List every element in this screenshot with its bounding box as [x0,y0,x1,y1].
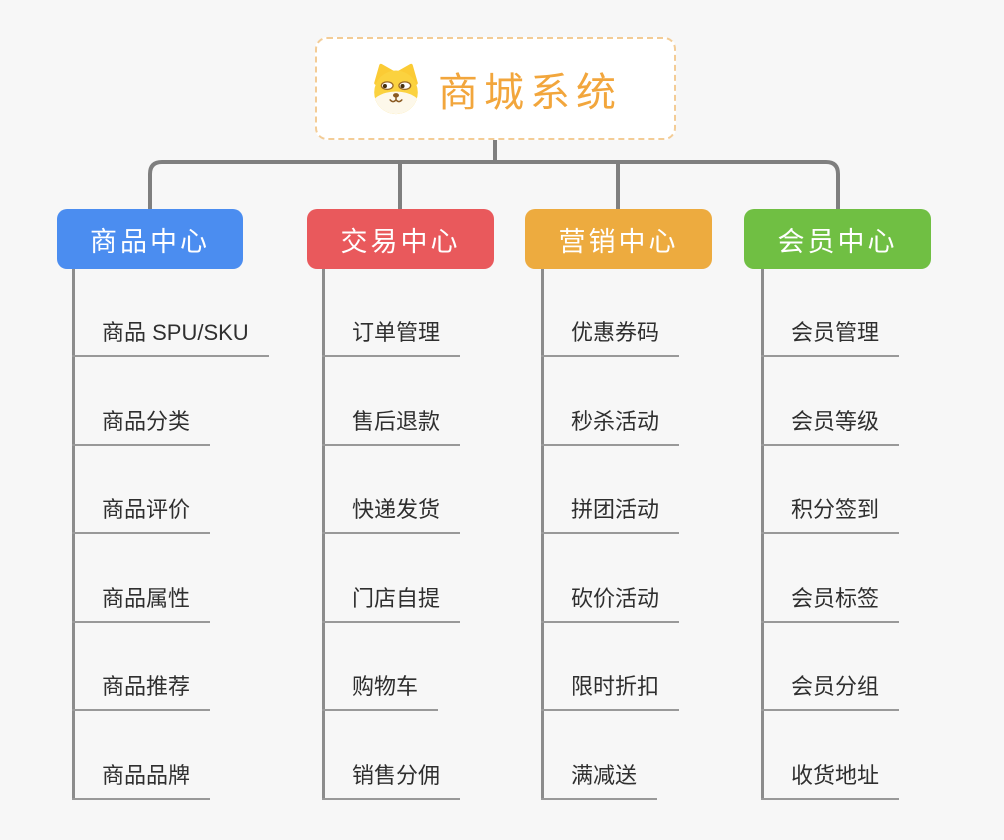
topic-node[interactable]: 砍价活动 [541,583,680,623]
topic-node[interactable]: 快递发货 [322,494,461,534]
topic-node[interactable]: 商品 SPU/SKU [72,317,269,357]
topic-node[interactable]: 售后退款 [322,406,461,446]
topic-node[interactable]: 会员分组 [761,671,900,711]
topic-node[interactable]: 销售分佣 [322,760,461,800]
topic-node[interactable]: 门店自提 [322,583,461,623]
topic-node[interactable]: 商品评价 [72,494,211,534]
branch-header-member-center[interactable]: 会员中心 [744,209,931,269]
root-title: 商城系统 [438,70,622,115]
branch-items-product-center: 商品 SPU/SKU 商品分类 商品评价 商品属性 商品推荐 商品品牌 [72,0,322,840]
dog-face-icon [374,63,418,114]
topic-node[interactable]: 商品品牌 [72,760,211,800]
topic-node[interactable]: 订单管理 [322,317,461,357]
branch-header-trade-center[interactable]: 交易中心 [307,209,494,269]
topic-node[interactable]: 收货地址 [761,760,900,800]
root-node[interactable]: 商城系统 [315,37,676,140]
branch-items-member-center: 会员管理 会员等级 积分签到 会员标签 会员分组 收货地址 [761,0,1004,840]
topic-node[interactable]: 优惠券码 [541,317,680,357]
topic-node[interactable]: 商品推荐 [72,671,211,711]
topic-node[interactable]: 限时折扣 [541,671,680,711]
topic-node[interactable]: 会员标签 [761,583,900,623]
topic-node[interactable]: 拼团活动 [541,494,680,534]
topic-node[interactable]: 商品分类 [72,406,211,446]
branch-items-marketing-center: 优惠券码 秒杀活动 拼团活动 砍价活动 限时折扣 满减送 [541,0,791,840]
topic-node[interactable]: 购物车 [322,671,439,711]
topic-node[interactable]: 会员等级 [761,406,900,446]
topic-node[interactable]: 会员管理 [761,317,900,357]
topic-node[interactable]: 满减送 [541,760,658,800]
branch-header-product-center[interactable]: 商品中心 [57,209,243,269]
topic-node[interactable]: 商品属性 [72,583,211,623]
branch-items-trade-center: 订单管理 售后退款 快递发货 门店自提 购物车 销售分佣 [322,0,572,840]
branch-header-marketing-center[interactable]: 营销中心 [525,209,712,269]
topic-node[interactable]: 积分签到 [761,494,900,534]
topic-node[interactable]: 秒杀活动 [541,406,680,446]
